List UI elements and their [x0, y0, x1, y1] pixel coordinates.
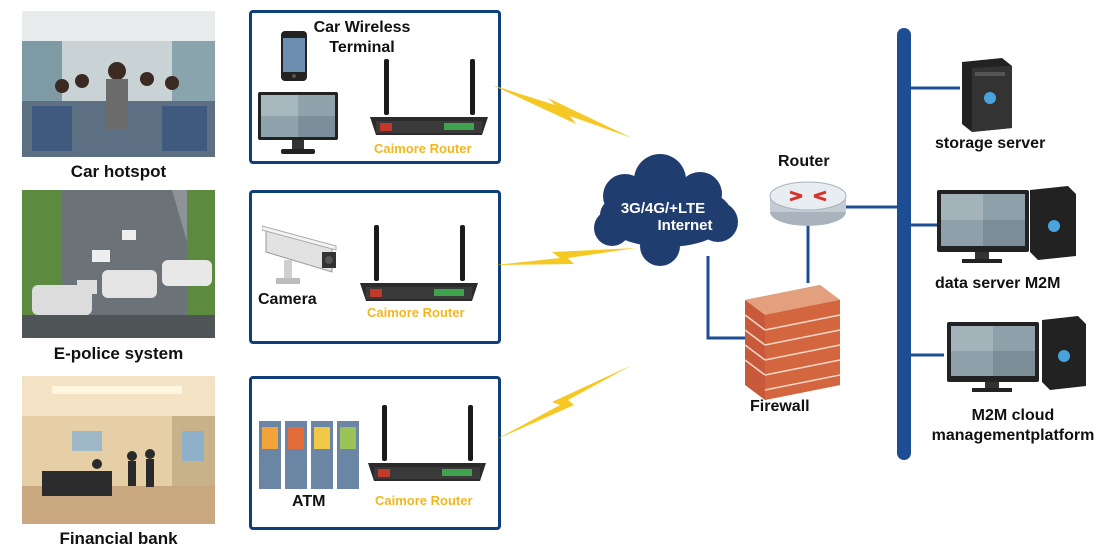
- m2m-platform-text: M2M cloud managementplatform: [931, 407, 1095, 444]
- caption-car-hotspot: Car hotspot: [70, 162, 167, 181]
- router-label-3: Caimore Router: [375, 493, 473, 508]
- lightning-bolt-2: [495, 248, 636, 265]
- data-server-icon: [937, 186, 1076, 263]
- camera-icon: [262, 225, 337, 284]
- financial-bank-photo: [22, 376, 215, 524]
- data-server-label: data server M2M: [935, 275, 1061, 292]
- car-wireless-terminal-text: Car Wireless Terminal: [313, 19, 411, 56]
- firewall-label: Firewall: [750, 398, 810, 415]
- lightning-bolt-1: [492, 85, 632, 138]
- e-police-photo: [22, 190, 215, 338]
- router-icon: [769, 181, 847, 226]
- panel-camera: Camera Caimore Router: [249, 190, 501, 344]
- router-label: Router: [778, 153, 830, 170]
- internet-cloud-icon: [594, 154, 738, 266]
- cloud-line2: Internet: [657, 217, 713, 234]
- phone-icon: [281, 31, 307, 81]
- caption-financial-bank: Financial bank: [59, 529, 178, 548]
- m2m-platform-label: M2M cloud managementplatform: [918, 406, 1108, 446]
- monitor-icon: [258, 92, 338, 154]
- caption-e-police: E-police system: [53, 344, 184, 363]
- cloud-to-firewall-line: [706, 256, 750, 340]
- router-label-2: Caimore Router: [367, 305, 465, 320]
- panel-atm: ATM Caimore Router: [249, 376, 501, 530]
- storage-server-icon: [962, 58, 1012, 132]
- network-bus: [897, 28, 911, 460]
- camera-label: Camera: [258, 291, 317, 308]
- atm-label: ATM: [292, 493, 326, 510]
- panel-car-terminal: Car Wireless Terminal Caimore Router: [249, 10, 501, 164]
- lightning-bolt-3: [495, 365, 632, 440]
- car-hotspot-photo: [22, 11, 215, 157]
- router-label-1: Caimore Router: [374, 141, 472, 156]
- firewall-icon: [744, 285, 841, 400]
- atm-icon: [259, 421, 359, 489]
- caimore-router-icon: [368, 405, 486, 481]
- cloud-label: 3G/4G/+LTE Internet: [596, 200, 736, 234]
- m2m-platform-server-icon: [947, 316, 1086, 392]
- cloud-line1: 3G/4G/+LTE: [620, 200, 706, 217]
- storage-server-label: storage server: [935, 135, 1046, 152]
- caimore-router-icon: [360, 225, 478, 301]
- car-wireless-terminal-label: Car Wireless Terminal: [307, 18, 417, 58]
- caimore-router-icon: [370, 59, 488, 135]
